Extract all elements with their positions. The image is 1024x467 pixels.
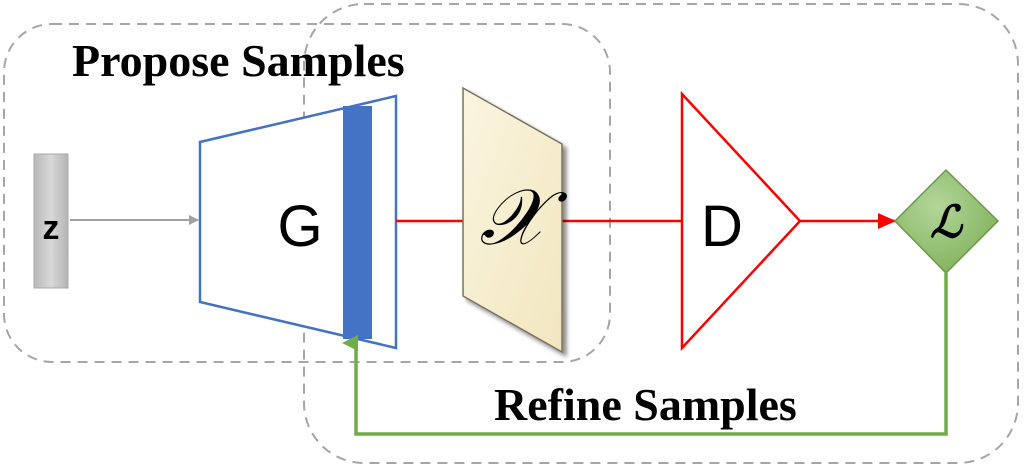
propose-samples-label: Propose Samples (72, 35, 405, 86)
generator-label: G (277, 194, 322, 259)
data-space-sheet (462, 86, 563, 354)
noise-vector-block (33, 153, 69, 289)
propose-samples-region (3, 23, 611, 363)
feedback-arrow (342, 273, 948, 436)
generator-output-band (343, 106, 372, 339)
loss-symbol: ℒ (930, 198, 964, 247)
discriminator-block (680, 90, 802, 352)
discriminator-label: D (701, 194, 743, 259)
noise-vector-label: z (43, 209, 60, 247)
refine-samples-label: Refine Samples (494, 379, 797, 430)
